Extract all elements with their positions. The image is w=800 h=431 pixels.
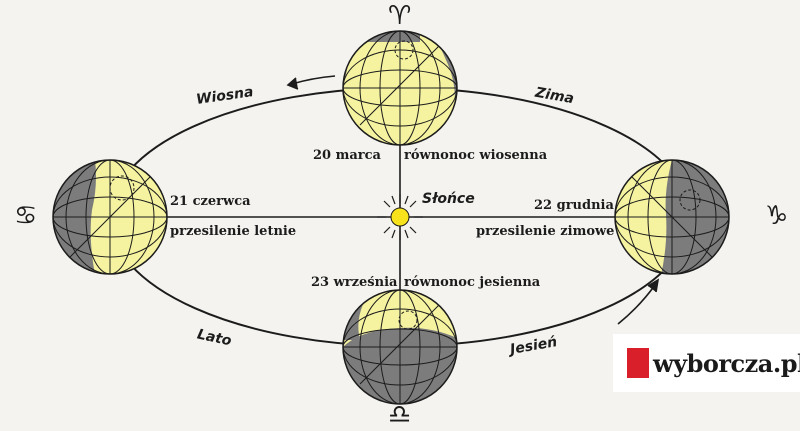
- cancer-symbol: ♋: [14, 201, 38, 231]
- event-summer-solstice: przesilenie letnie: [170, 224, 297, 239]
- arrow-autumn-icon: [617, 278, 660, 325]
- sun-icon: [377, 194, 423, 240]
- date-december: 22 grudnia: [534, 198, 614, 213]
- capricorn-symbol: ♑: [765, 201, 789, 231]
- earth-globe-september: [342, 289, 458, 405]
- sun-label: Słońce: [422, 191, 475, 207]
- wyborcza-logo-mark-icon: [627, 348, 649, 378]
- earth-globe-december: [614, 159, 730, 275]
- date-march: 20 marca: [313, 148, 381, 163]
- date-june: 21 czerwca: [170, 194, 251, 209]
- libra-symbol: ♎: [388, 400, 412, 430]
- earth-globe-june: [52, 159, 168, 275]
- earth-globe-march: [342, 30, 458, 146]
- aries-symbol: ♈: [388, 1, 412, 31]
- wyborcza-logo-text: wyborcza.pl: [653, 349, 800, 378]
- arrow-spring-icon: [286, 75, 336, 90]
- event-spring-equinox: równonoc wiosenna: [404, 148, 548, 163]
- event-autumn-equinox: równonoc jesienna: [404, 275, 541, 290]
- date-september: 23 września: [311, 275, 398, 290]
- event-winter-solstice: przesilenie zimowe: [476, 224, 615, 239]
- wyborcza-logo[interactable]: wyborcza.pl: [613, 334, 800, 392]
